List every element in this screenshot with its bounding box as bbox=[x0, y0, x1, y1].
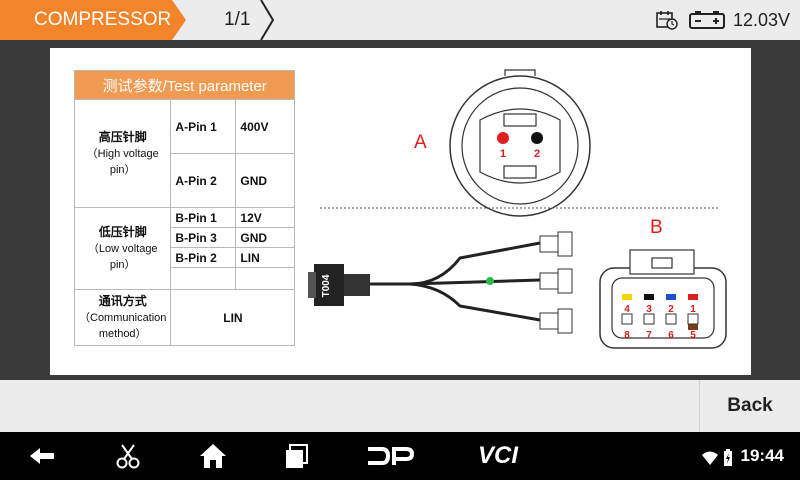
pin-b1-label: 1 bbox=[690, 304, 696, 315]
test-parameter-table: 测试参数/Test parameter 高压针脚 （High voltage p… bbox=[73, 70, 296, 346]
content-panel: 测试参数/Test parameter 高压针脚 （High voltage p… bbox=[50, 48, 751, 375]
table-cell-pin: B-Pin 1 bbox=[170, 207, 237, 228]
connector-b: 4 3 2 1 8 7 6 5 bbox=[599, 249, 727, 349]
table-cell-value: LIN bbox=[235, 247, 296, 268]
label-b: B bbox=[650, 217, 663, 238]
system-nav-bar: VCI 19:44 bbox=[0, 432, 800, 480]
high-voltage-en: （High voltage pin） bbox=[86, 148, 159, 176]
pin-b8-label: 8 bbox=[624, 330, 630, 341]
communication-cn: 通讯方式 bbox=[98, 294, 147, 308]
label-a: A bbox=[414, 132, 427, 153]
high-voltage-cn: 高压针脚 bbox=[98, 130, 147, 144]
pin-a1-label: 1 bbox=[500, 148, 506, 160]
cable-t004: T004 bbox=[308, 231, 573, 334]
table-cell-pin: A-Pin 1 bbox=[170, 99, 237, 154]
pin-b3-label: 3 bbox=[646, 304, 652, 315]
vci-logo-icon[interactable]: VCI bbox=[477, 442, 518, 469]
scissors-icon[interactable] bbox=[112, 442, 144, 470]
table-cell-value: GND bbox=[235, 227, 296, 248]
table-cell-pin: B-Pin 2 bbox=[170, 247, 237, 268]
pin-b2-label: 2 bbox=[668, 304, 674, 315]
connector-diagram: 1 2 A T004 B bbox=[308, 69, 727, 349]
table-header: 测试参数/Test parameter bbox=[73, 70, 296, 100]
pin-a2-black bbox=[531, 132, 543, 144]
communication-label: 通讯方式 （Communication method） bbox=[73, 289, 172, 346]
cable-label: T004 bbox=[321, 274, 332, 297]
page-number: 1/1 bbox=[224, 9, 251, 30]
low-voltage-en: （Low voltage pin） bbox=[87, 243, 158, 271]
pin-b5-label: 5 bbox=[690, 330, 696, 341]
clock: 19:44 bbox=[740, 446, 784, 465]
dp-logo-icon[interactable] bbox=[366, 442, 414, 470]
table-cell-value: GND bbox=[235, 153, 296, 208]
pin-a2-label: 2 bbox=[534, 148, 540, 160]
low-voltage-label: 低压针脚 （Low voltage pin） bbox=[73, 207, 172, 290]
communication-value: LIN bbox=[170, 289, 296, 346]
status-area: 12.03V bbox=[655, 8, 790, 32]
table-cell-empty bbox=[235, 267, 296, 290]
wifi-icon bbox=[700, 444, 720, 472]
title-bar: COMPRESSOR 1/1 bbox=[0, 0, 800, 40]
battery-icon bbox=[688, 10, 725, 30]
table-cell-value: 12V bbox=[235, 207, 296, 228]
pin-b6-label: 6 bbox=[668, 330, 674, 341]
back-arrow-icon[interactable] bbox=[24, 442, 60, 470]
tab-compressor[interactable]: COMPRESSOR bbox=[0, 0, 186, 40]
battery-charging-icon bbox=[722, 444, 734, 472]
recent-apps-icon[interactable] bbox=[282, 442, 312, 470]
tab-title: COMPRESSOR bbox=[34, 9, 172, 30]
table-cell-pin: A-Pin 2 bbox=[170, 153, 237, 208]
pin-b7-label: 7 bbox=[646, 330, 652, 341]
table-cell-empty bbox=[170, 267, 237, 290]
table-cell-value: 400V bbox=[235, 99, 296, 154]
high-voltage-label: 高压针脚 （High voltage pin） bbox=[73, 99, 172, 208]
communication-en: （Communication method） bbox=[79, 312, 167, 340]
tab-page-indicator: 1/1 bbox=[186, 0, 296, 40]
pin-b4-label: 4 bbox=[624, 304, 630, 315]
home-icon[interactable] bbox=[196, 442, 230, 470]
low-voltage-cn: 低压针脚 bbox=[98, 225, 147, 239]
battery-voltage: 12.03V bbox=[732, 9, 790, 30]
bottom-action-bar: Back bbox=[0, 380, 800, 432]
tab-divider-icon bbox=[260, 0, 274, 40]
back-button[interactable]: Back bbox=[699, 380, 800, 432]
calendar-clock-icon bbox=[655, 9, 679, 31]
table-cell-pin: B-Pin 3 bbox=[170, 227, 237, 248]
connector-a: 1 2 bbox=[449, 69, 591, 217]
pin-a1-red bbox=[497, 132, 509, 144]
